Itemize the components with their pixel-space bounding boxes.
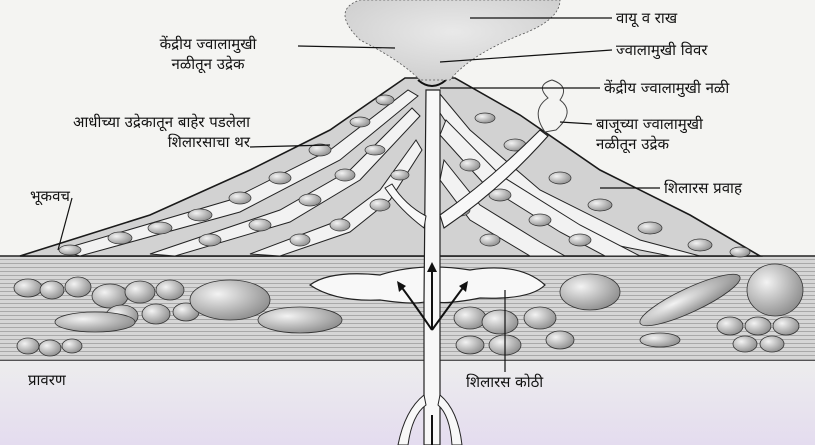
label-old-lava-layer: आधीच्या उद्रेकातून बाहेर पडलेला शिलारसाच…: [8, 112, 250, 152]
label-central-eruption: केंद्रीय ज्वालामुखी नळीतून उद्रेक: [120, 34, 296, 74]
label-side-eruption: बाजूच्या ज्वालामुखी नळीतून उद्रेक: [596, 114, 703, 154]
label-crater: ज्वालामुखी विवर: [616, 40, 707, 60]
label-magma-chamber: शिलारस कोठी: [466, 372, 543, 392]
ash-cloud: [345, 0, 560, 80]
label-crust: भूकवच: [30, 186, 70, 206]
label-central-pipe: केंद्रीय ज्वालामुखी नळी: [604, 78, 729, 98]
label-mantle: प्रावरण: [28, 370, 66, 390]
label-gas-ash: वायू व राख: [616, 8, 677, 28]
label-lava-flow: शिलारस प्रवाह: [664, 178, 742, 198]
